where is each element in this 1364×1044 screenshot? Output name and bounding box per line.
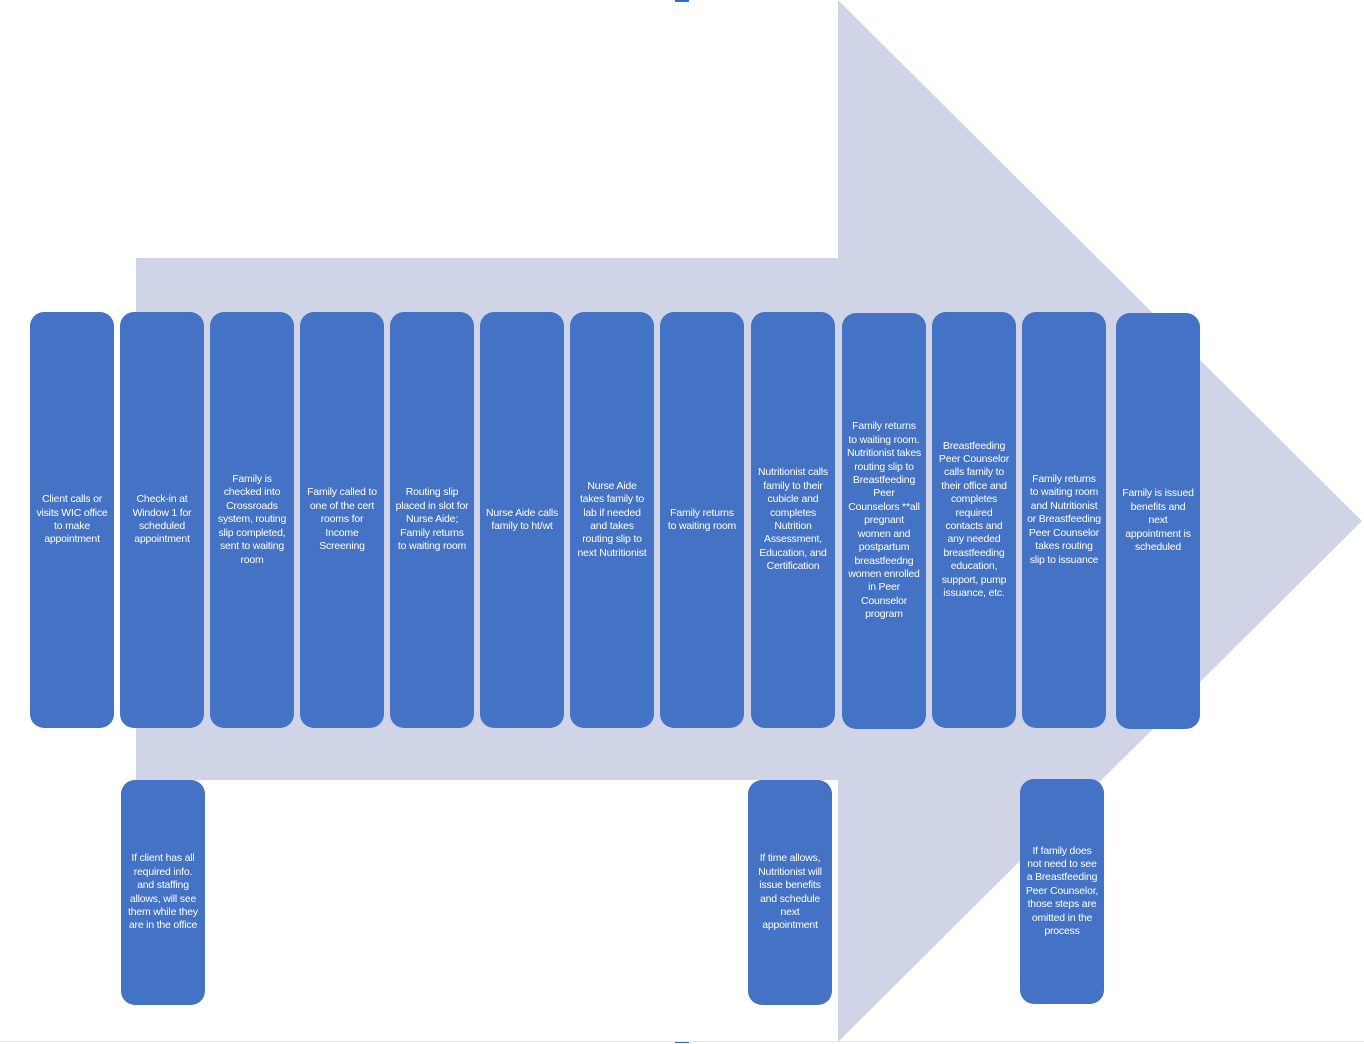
step-box-routing-slip-nurse-aide: Routing slip placed in slot for Nurse Ai… bbox=[390, 312, 474, 728]
note-box-peer-counselor: If family does not need to see a Breastf… bbox=[1020, 779, 1104, 1004]
step-text: Nurse Aide takes family to lab if needed… bbox=[577, 479, 647, 559]
step-text: Family returns to waiting room. Nutritio… bbox=[847, 420, 922, 621]
step-box-lab: Nurse Aide takes family to lab if needed… bbox=[570, 312, 654, 728]
step-box-peer-counselor-visit: Breastfeeding Peer Counselor calls famil… bbox=[932, 312, 1016, 728]
step-box-client-calls: Client calls or visits WIC office to mak… bbox=[30, 312, 114, 728]
note-box-check-in: If client has all required info. and sta… bbox=[121, 780, 205, 1005]
bottom-resize-handle[interactable] bbox=[675, 1041, 689, 1043]
step-box-crossroads-check-in: Family is checked into Crossroads system… bbox=[210, 312, 294, 728]
step-text: Routing slip placed in slot for Nurse Ai… bbox=[395, 486, 469, 553]
step-box-income-screening: Family called to one of the cert rooms f… bbox=[300, 312, 384, 728]
step-text: Client calls or visits WIC office to mak… bbox=[36, 493, 108, 546]
step-text: Family called to one of the cert rooms f… bbox=[307, 486, 377, 553]
step-box-peer-counselor-routing: Family returns to waiting room. Nutritio… bbox=[842, 313, 926, 729]
note-text: If time allows, Nutritionist will issue … bbox=[758, 852, 822, 932]
step-text: Nurse Aide calls family to ht/wt bbox=[485, 506, 559, 532]
step-text: Family is checked into Crossroads system… bbox=[217, 473, 287, 566]
step-box-nutritionist: Nutritionist calls family to their cubic… bbox=[751, 312, 835, 728]
top-resize-handle[interactable] bbox=[675, 0, 689, 2]
step-text: Family is issued benefits and next appoi… bbox=[1122, 487, 1194, 554]
step-box-height-weight: Nurse Aide calls family to ht/wt bbox=[480, 312, 564, 728]
step-box-issuance-routing: Family returns to waiting room and Nutri… bbox=[1022, 312, 1106, 728]
step-text: Check-in at Window 1 for scheduled appoi… bbox=[132, 493, 192, 546]
note-text: If client has all required info. and sta… bbox=[128, 852, 198, 932]
note-box-nutritionist: If time allows, Nutritionist will issue … bbox=[748, 780, 832, 1005]
step-box-benefits-issued: Family is issued benefits and next appoi… bbox=[1116, 313, 1200, 729]
step-text: Breastfeeding Peer Counselor calls famil… bbox=[938, 439, 1010, 600]
step-box-check-in: Check-in at Window 1 for scheduled appoi… bbox=[120, 312, 204, 728]
step-box-waiting-room: Family returns to waiting room bbox=[660, 312, 744, 728]
note-text: If family does not need to see a Breastf… bbox=[1025, 844, 1099, 938]
page-edge-divider bbox=[0, 1041, 1364, 1042]
step-text: Family returns to waiting room bbox=[667, 506, 737, 532]
step-text: Nutritionist calls family to their cubic… bbox=[758, 466, 828, 573]
step-text: Family returns to waiting room and Nutri… bbox=[1027, 473, 1101, 566]
